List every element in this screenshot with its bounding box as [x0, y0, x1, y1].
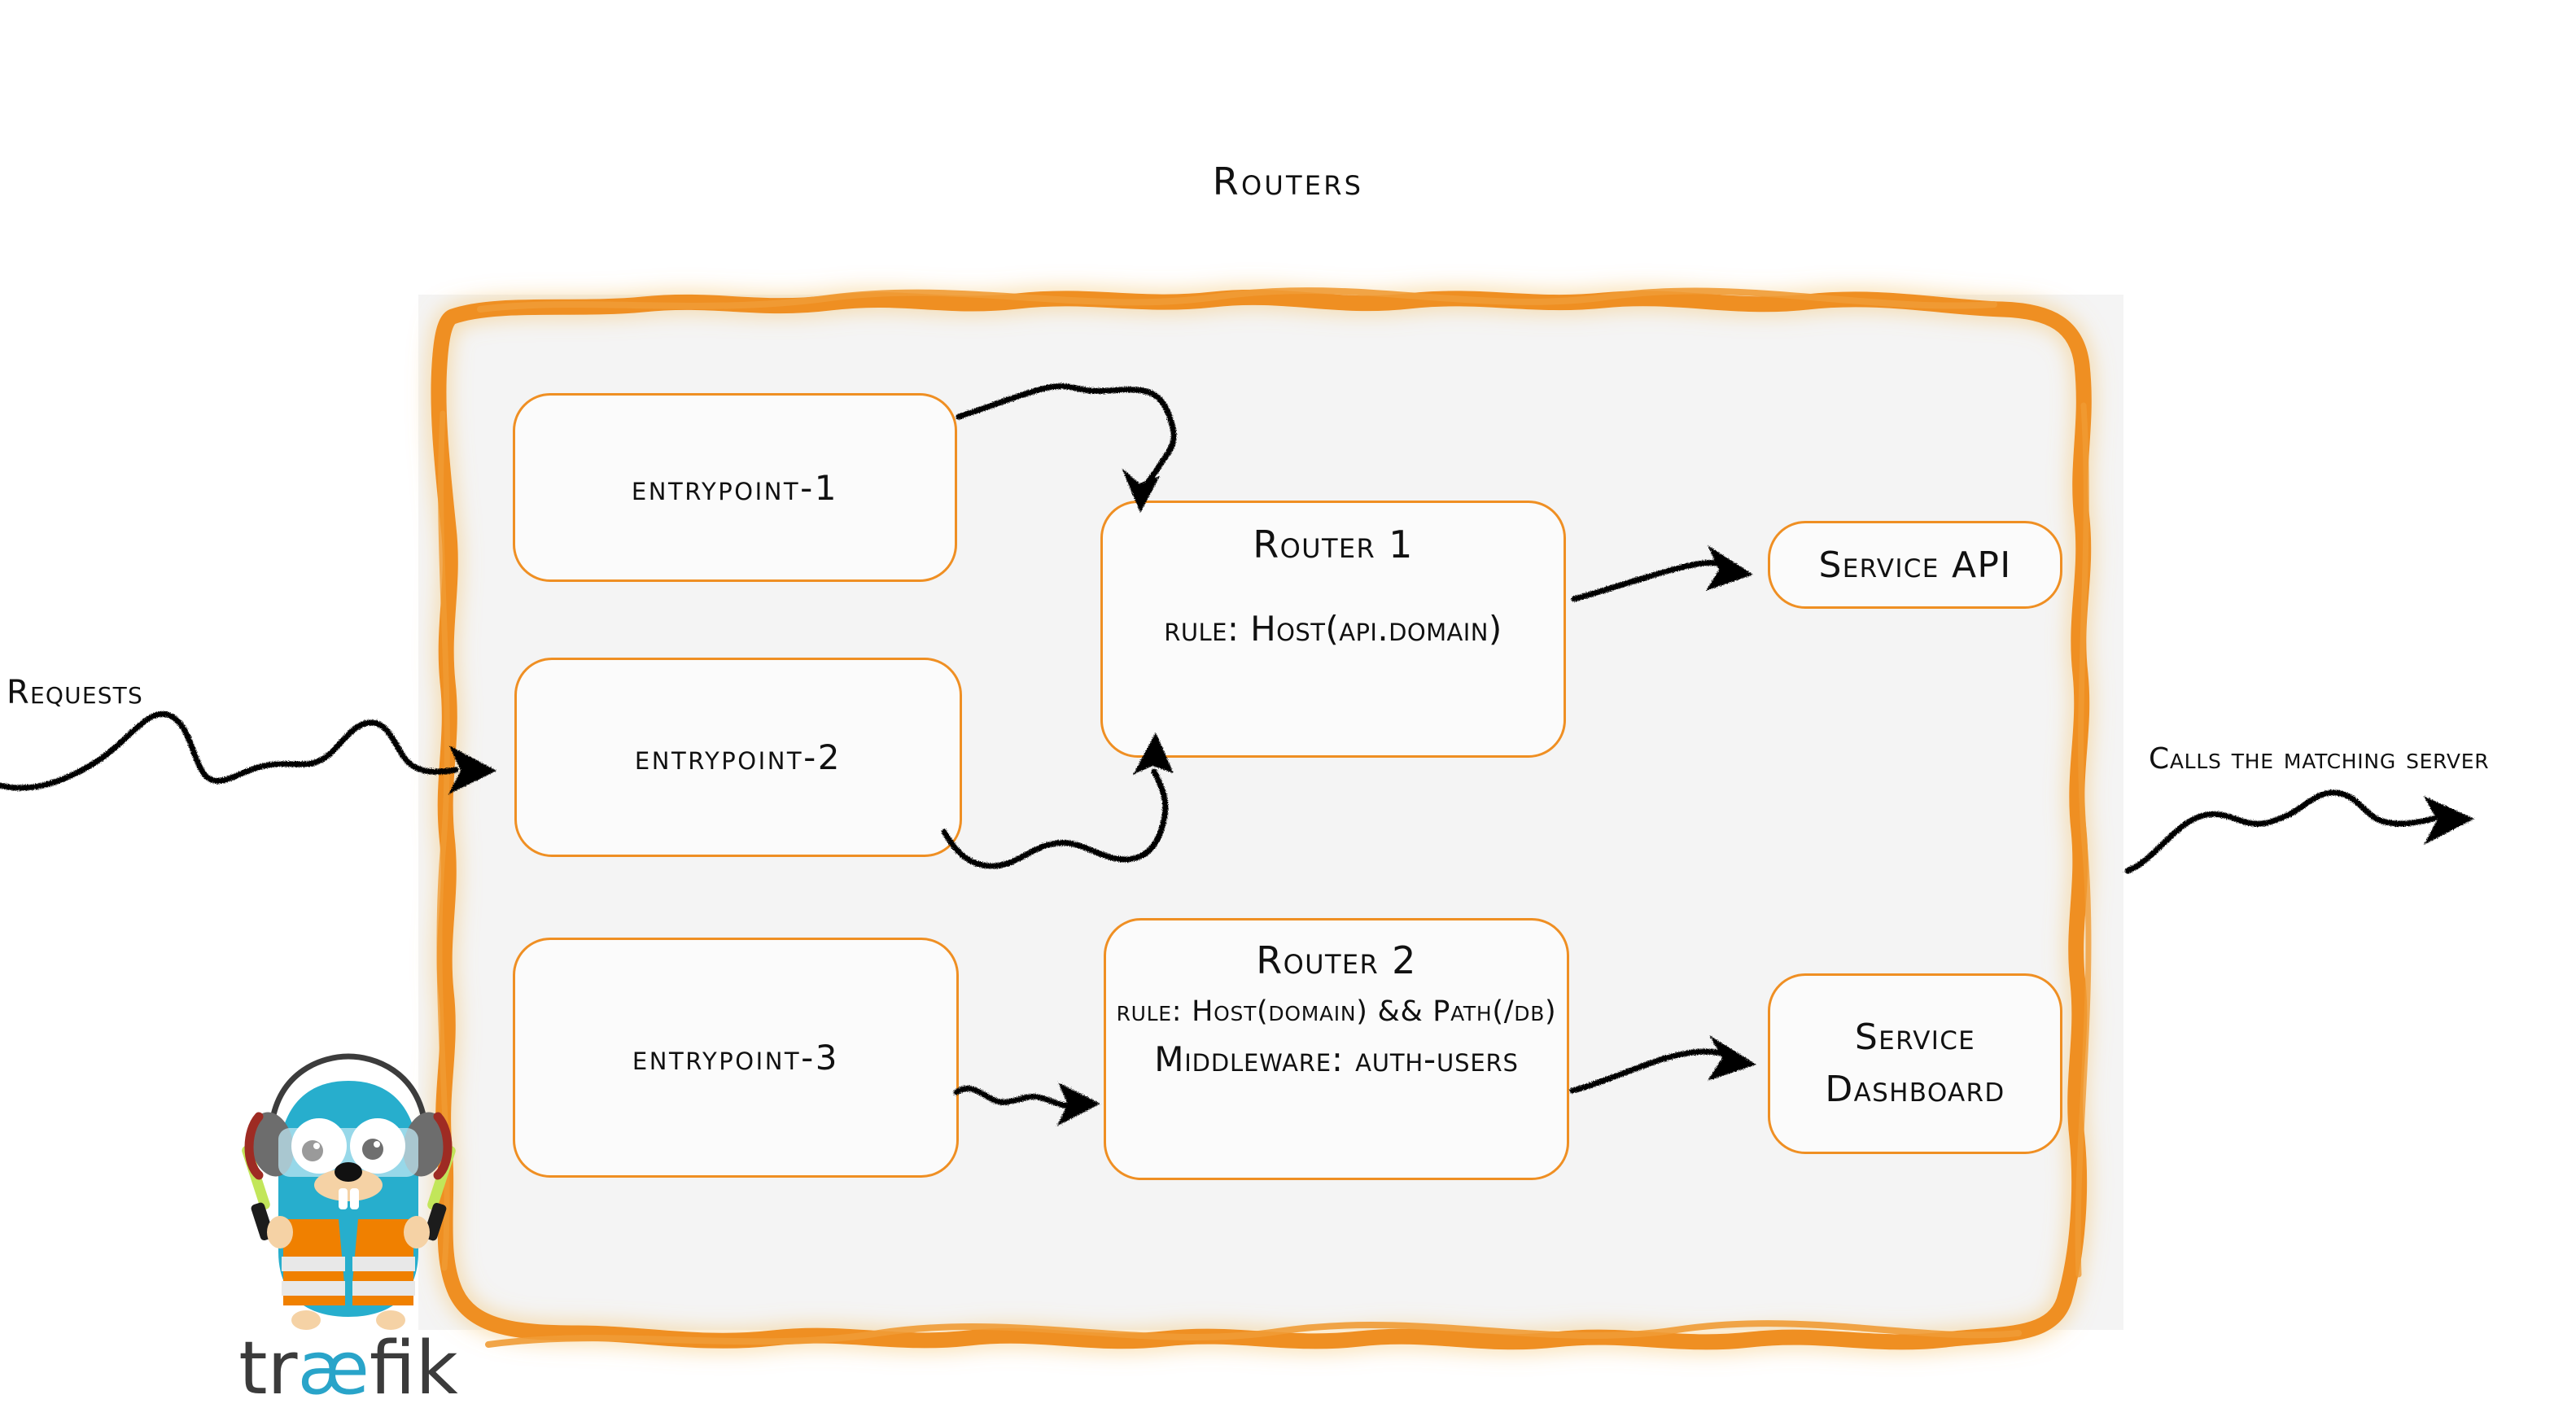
- ear-cup-left-rim: [244, 1112, 264, 1180]
- routers-container-border: [431, 287, 2092, 1350]
- traefik-wordmark: træfik: [238, 1326, 457, 1408]
- gopher-nose: [335, 1162, 362, 1182]
- calls-the-matching-server-label: Calls the matching server: [2149, 742, 2490, 776]
- eye-right-glint: [374, 1141, 380, 1148]
- eye-left-pupil: [302, 1140, 323, 1161]
- arrow-calls-out: [2124, 789, 2474, 874]
- eye-left-glint: [313, 1143, 320, 1149]
- eye-right-pupil: [362, 1139, 383, 1160]
- page-title: Routers: [1212, 160, 1364, 203]
- wordmark-part2: fik: [370, 1326, 458, 1408]
- entrypoint-3-label: entrypoint-3: [632, 1038, 840, 1078]
- requests-label: Requests: [7, 674, 143, 711]
- gopher-foot-left: [291, 1310, 321, 1330]
- service-dashboard-label-line1: Service: [1854, 1017, 1976, 1059]
- wordmark-ae: æ: [298, 1326, 370, 1408]
- wordmark-part1: tr: [238, 1326, 297, 1408]
- traefik-logo: træfik: [234, 1048, 462, 1408]
- router-2-box[interactable]: Router 2 rule: Host(domain) && Path(/db)…: [1104, 918, 1569, 1180]
- gopher-tooth-left: [339, 1188, 348, 1209]
- headphone-band-icon: [269, 1053, 428, 1126]
- router-2-middleware: Middleware: auth-users: [1154, 1039, 1519, 1079]
- router-2-title: Router 2: [1256, 938, 1417, 982]
- gopher-tooth-right: [350, 1188, 359, 1209]
- router-1-title: Router 1: [1253, 523, 1414, 566]
- entrypoint-3-box[interactable]: entrypoint-3: [513, 938, 959, 1178]
- entrypoint-1-box[interactable]: entrypoint-1: [513, 393, 957, 582]
- vest-zip: [345, 1219, 352, 1309]
- service-api-label: Service API: [1818, 544, 2012, 586]
- service-api-box[interactable]: Service API: [1768, 521, 2062, 609]
- gopher-foot-right: [376, 1310, 405, 1330]
- entrypoint-2-box[interactable]: entrypoint-2: [514, 658, 962, 857]
- router-1-box[interactable]: Router 1 rule: Host(api.domain): [1100, 501, 1566, 758]
- entrypoint-2-label: entrypoint-2: [634, 737, 842, 777]
- gopher-muzzle: [314, 1169, 383, 1201]
- gopher-hand-left: [267, 1216, 293, 1248]
- router-2-rule: rule: Host(domain) && Path(/db): [1116, 995, 1557, 1028]
- router-1-rule: rule: Host(api.domain): [1164, 609, 1502, 649]
- entrypoint-1-label: entrypoint-1: [631, 467, 839, 508]
- service-dashboard-box[interactable]: Service Dashboard: [1768, 973, 2062, 1154]
- service-dashboard-label-line2: Dashboard: [1825, 1069, 2005, 1110]
- gopher-hand-right: [404, 1216, 430, 1248]
- ear-cup-right-rim: [433, 1112, 453, 1180]
